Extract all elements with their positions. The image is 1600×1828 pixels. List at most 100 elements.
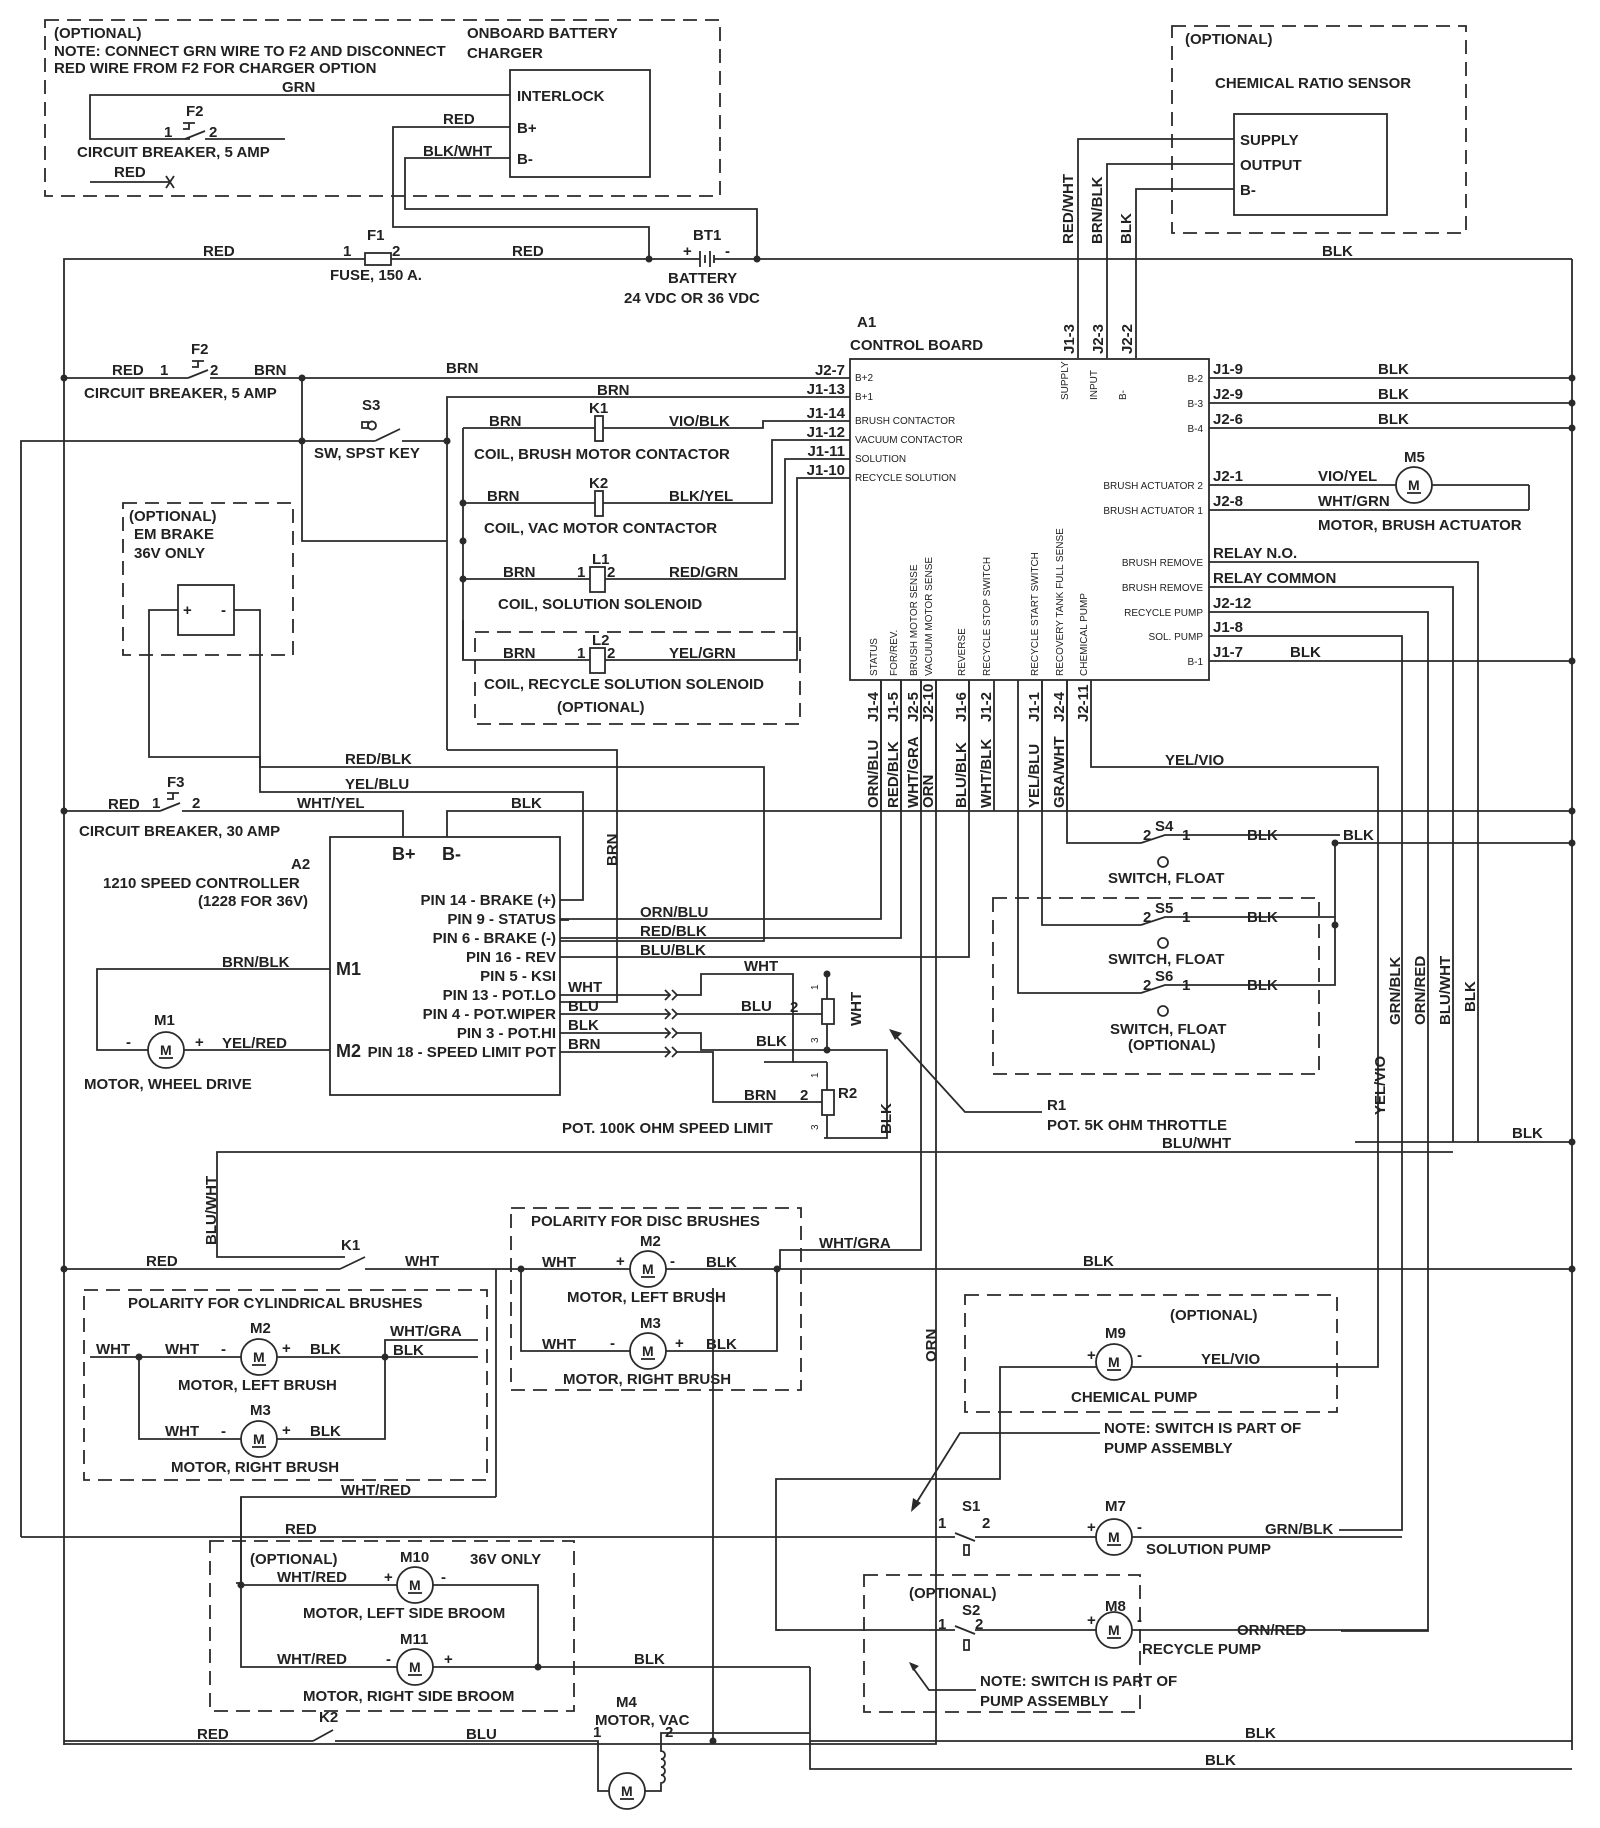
em-brake-minus-wire: [234, 609, 765, 942]
cyl-m2-left: WHT: [165, 1341, 199, 1358]
note-switch-line1: NOTE: SWITCH IS PART OF: [1104, 1420, 1301, 1437]
r1-blk-wire: [677, 1032, 888, 1139]
motor-icon: [396, 1566, 434, 1604]
board-bottom-conn: J1-2: [978, 692, 995, 722]
board-right-pin-label: B-3: [1187, 399, 1203, 410]
k1-wht-label: WHT: [405, 1253, 439, 1270]
blu-wht-wire: [216, 1151, 1453, 1258]
board-right-conn: J2-8: [1213, 493, 1243, 510]
cyl-m3-desc: MOTOR, RIGHT BRUSH: [171, 1459, 339, 1476]
f2-key-switch-section: F2 RED 1 2 BRN BRN CIRCUIT BREAKER, 5 AM…: [20, 341, 850, 1537]
k1-left-wire: BRN: [489, 413, 522, 430]
charger-optional-boundary: [44, 19, 721, 197]
bminus-wire-label: BLK: [1118, 213, 1135, 244]
cyl-m3-right: BLK: [310, 1423, 341, 1440]
r1-wht-v-label: WHT: [848, 992, 865, 1026]
cyl-m3-rsign: +: [282, 1422, 291, 1439]
speed-controller-pin: PIN 18 - SPEED LIMIT POT: [368, 1044, 556, 1061]
orn-wire: [64, 680, 937, 1745]
m1-terminal: M1: [336, 959, 361, 979]
f2-red-label: RED: [112, 362, 144, 379]
chem-sensor-pin-output: OUTPUT: [1240, 157, 1302, 174]
cyl-m2-right: BLK: [310, 1341, 341, 1358]
speed-controller-pin: PIN 6 - BRAKE (-): [433, 930, 556, 947]
board-bottom-wire-label: RED/BLK: [885, 741, 902, 808]
s2-pin1: 1: [938, 1616, 946, 1633]
motor-icon: [1095, 1343, 1133, 1381]
board-left-pin-label: B+2: [855, 373, 874, 384]
battery-plus: +: [683, 243, 692, 260]
control-board-right-pins: J1-9B-2BLKJ2-9B-3BLKJ2-6B-4BLKJ2-1BRUSH …: [1103, 361, 1409, 668]
wire: [433, 1584, 539, 1667]
pot-blu-label: BLU: [568, 998, 599, 1015]
disc-m2-left: WHT: [542, 1254, 576, 1271]
motor-glyph: M: [642, 1261, 654, 1277]
chemical-pump-m9: (OPTIONAL) M M9 + - YEL/VIO CHEMICAL PUM…: [775, 1294, 1338, 1631]
wire: [603, 439, 850, 504]
wire: [520, 1269, 630, 1352]
board-right-pin-label: BRUSH REMOVE: [1122, 558, 1203, 569]
vac-blu-label: BLU: [466, 1726, 497, 1743]
cyl-wht-gra: WHT/GRA: [390, 1323, 462, 1340]
cut-x-icon: [165, 175, 175, 189]
side-brooms-section: (OPTIONAL) 36V ONLY BLK M M10 WHT/RED + …: [209, 1497, 1572, 1770]
arrow-icon: [909, 1662, 919, 1671]
k2-left-wire: BRN: [487, 488, 520, 505]
breaker-icon: [183, 122, 195, 130]
l2-pin2: 2: [607, 645, 615, 662]
speed-controller-pin: PIN 14 - BRAKE (+): [421, 892, 556, 909]
output-wire-label: BRN/BLK: [1089, 176, 1106, 244]
s3-switch: [374, 428, 401, 442]
board-right-wire-label: BLK: [1378, 386, 1409, 403]
m7-wire: GRN/BLK: [1265, 1521, 1333, 1538]
l1-right-wire: RED/GRN: [669, 564, 738, 581]
board-left-pin-label: B+1: [855, 392, 874, 403]
s2-ref: S2: [962, 1602, 980, 1619]
disc-brushes-boundary: [510, 1207, 802, 1391]
junction: [1568, 807, 1576, 815]
throttle-pots: WHT BLU BLK BRN WHT BLU BLK WHT 1 2 3 R2…: [560, 958, 1227, 1139]
blu-wht-h-label: BLU/WHT: [1162, 1135, 1231, 1152]
board-bottom-conn: J2-4: [1051, 691, 1068, 722]
board-bottom-conn: J1-5: [885, 692, 902, 722]
supply-wire: [1077, 138, 1234, 358]
s6-switch: [1140, 843, 1336, 994]
s2-switch: [954, 1625, 976, 1635]
m4-ref: M4: [616, 1694, 637, 1711]
board-left-conn: J1-11: [807, 443, 845, 460]
motor-icon: [147, 1031, 185, 1069]
red-wire-label-left: RED: [203, 243, 235, 260]
blu-wht-v-label: BLU/WHT: [1437, 956, 1454, 1025]
f2-brn-label: BRN: [254, 362, 287, 379]
junction: [1568, 424, 1576, 432]
board-bottom-conn: J2-11: [1075, 684, 1092, 722]
recycle-pump-section: (OPTIONAL) M S2 1 2 M8 + - ORN/RED RECYC…: [776, 1574, 1428, 1713]
l1-pin2: 2: [607, 564, 615, 581]
motor-icon: [1395, 466, 1433, 504]
k2-contact-switch: [312, 1729, 334, 1742]
board-right-wire-label: BLK: [1290, 644, 1321, 661]
coil-l1: L1 1 2 BRN RED/GRN COIL, SOLUTION SOLENO…: [463, 458, 850, 613]
s1-switch: [954, 1532, 976, 1542]
cyl-m2-lsign: -: [221, 1341, 226, 1358]
r1-blk-label: BLK: [756, 1033, 787, 1050]
pot-brn-label: BRN: [568, 1036, 601, 1053]
k1-contact-switch: [339, 1256, 366, 1270]
wire: [277, 1357, 386, 1440]
m11-wire: WHT/RED: [277, 1651, 347, 1668]
bminus-wire: [1135, 188, 1234, 358]
m1-plus: +: [195, 1034, 204, 1051]
f2-switch: [187, 369, 209, 379]
em-brake-section: (OPTIONAL) EM BRAKE 36V ONLY + -: [122, 502, 765, 942]
chem-sensor-optional-label: (OPTIONAL): [1185, 31, 1273, 48]
wht-red-wire: [236, 1496, 496, 1584]
battery-ref: BT1: [693, 227, 721, 244]
em-brake-line2: EM BRAKE: [134, 526, 214, 543]
s5-desc: SWITCH, FLOAT: [1108, 951, 1224, 968]
main-red-bus-left: [63, 258, 365, 1745]
s4-switch: [1140, 834, 1340, 844]
m9-desc: CHEMICAL PUMP: [1071, 1389, 1197, 1406]
board-top-pin-label: SUPPLY: [1060, 361, 1071, 400]
f3-red-label: RED: [108, 796, 140, 813]
r2-pin3: 3: [810, 1124, 821, 1130]
